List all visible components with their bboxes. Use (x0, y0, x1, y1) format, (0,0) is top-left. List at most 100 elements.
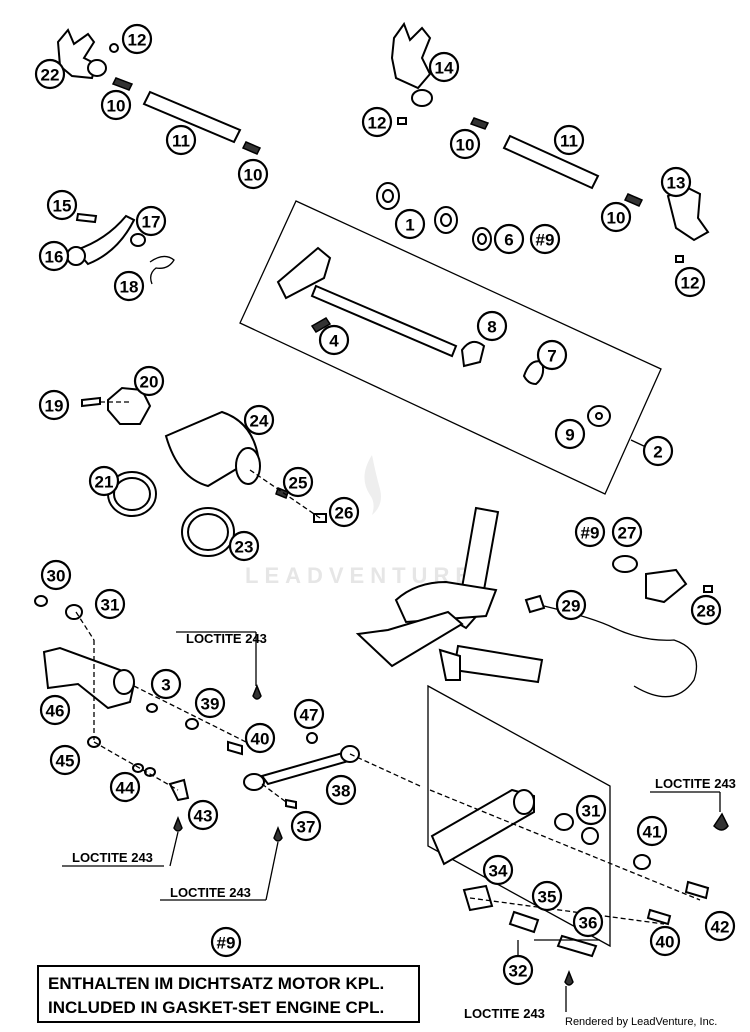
callout-label: 36 (579, 914, 598, 933)
loctite-label: LOCTITE 243 (464, 1006, 545, 1021)
callout-hash-9: #9 (529, 223, 561, 255)
callout-32: 32 (502, 954, 534, 986)
callout-12: 12 (674, 266, 706, 298)
callout-10: 10 (600, 201, 632, 233)
callout-label: 4 (329, 332, 339, 351)
callout-35: 35 (531, 880, 563, 912)
callout-label: 27 (618, 524, 637, 543)
shift-shaft-box (239, 200, 662, 495)
callout-circle (38, 240, 70, 272)
callout-circle (553, 124, 585, 156)
callout-hash-9: #9 (210, 926, 242, 958)
callout-22: 22 (34, 58, 66, 90)
callout-46: 46 (39, 694, 71, 726)
callout-10: 10 (237, 158, 269, 190)
callout-label: 34 (489, 862, 508, 881)
callout-2: 2 (642, 435, 674, 467)
callout-41: 41 (636, 815, 668, 847)
callout-label: 12 (681, 274, 700, 293)
callout-13: 13 (660, 166, 692, 198)
callout-circle (133, 365, 165, 397)
callout-circle (531, 880, 563, 912)
callout-circle (88, 465, 120, 497)
callout-circle (109, 771, 141, 803)
callout-circle (529, 223, 561, 255)
callout-label: 11 (560, 132, 578, 151)
callout-3: 3 (150, 668, 182, 700)
callout-label: 10 (244, 166, 263, 185)
callout-circle (328, 496, 360, 528)
callout-17: 17 (135, 205, 167, 237)
callout-29: 29 (555, 589, 587, 621)
callout-circle (493, 223, 525, 255)
callout-label: 14 (435, 59, 454, 78)
callout-circle (674, 266, 706, 298)
callout-circle (94, 588, 126, 620)
callout-25: 25 (282, 466, 314, 498)
callout-circle (38, 389, 70, 421)
callout-39: 39 (194, 687, 226, 719)
gear-sensor (524, 555, 713, 698)
callout-18: 18 (113, 270, 145, 302)
callout-label: 2 (653, 443, 662, 462)
brake-lever-group (427, 684, 729, 958)
callout-label: 43 (194, 807, 213, 826)
loctite-label: LOCTITE 243 (655, 776, 736, 791)
callout-label: 38 (332, 782, 351, 801)
callout-circle (649, 925, 681, 957)
callout-31: 31 (575, 794, 607, 826)
callout-circle (243, 404, 275, 436)
callout-circle (554, 418, 586, 450)
callout-26: 26 (328, 496, 360, 528)
callout-40: 40 (244, 722, 276, 754)
callout-9: 9 (554, 418, 586, 450)
callout-label: 30 (47, 567, 66, 586)
callout-circle (194, 687, 226, 719)
callout-circle (449, 128, 481, 160)
callout-circle (40, 559, 72, 591)
callout-10: 10 (449, 128, 481, 160)
callout-circle (187, 799, 219, 831)
callout-circle (100, 89, 132, 121)
callout-label: 3 (161, 676, 170, 695)
callout-19: 19 (38, 389, 70, 421)
callout-11: 11 (165, 124, 197, 156)
callout-label: 12 (368, 114, 387, 133)
callout-label: 21 (95, 473, 114, 492)
callout-38: 38 (325, 774, 357, 806)
leader-lines (62, 401, 721, 1012)
callout-40: 40 (649, 925, 681, 957)
watermark: LEADVENTURE (245, 455, 470, 588)
callout-circle (325, 774, 357, 806)
callout-45: 45 (49, 744, 81, 776)
callout-circle (46, 189, 78, 221)
callout-label: 17 (142, 213, 161, 232)
callout-label: #9 (217, 934, 236, 953)
callout-label: 13 (667, 174, 686, 193)
note-box: ENTHALTEN IM DICHTSATZ MOTOR KPL. INCLUD… (37, 965, 420, 1023)
callout-circle (394, 208, 426, 240)
loctite-drops (173, 683, 574, 986)
callout-27: 27 (611, 516, 643, 548)
callout-circle (642, 435, 674, 467)
callout-label: 10 (107, 97, 126, 116)
callout-label: 18 (120, 278, 139, 297)
callout-label: 28 (697, 602, 716, 621)
callout-label: 45 (56, 752, 75, 771)
callout-hash-9: #9 (574, 516, 606, 548)
callout-14: 14 (428, 51, 460, 83)
callout-label: 15 (53, 197, 72, 216)
callout-label: 25 (289, 474, 308, 493)
callout-12: 12 (361, 106, 393, 138)
callout-28: 28 (690, 594, 722, 626)
callout-label: 37 (297, 818, 316, 837)
callout-circle (282, 466, 314, 498)
callout-circle (293, 698, 325, 730)
callout-4: 4 (318, 324, 350, 356)
shift-lever-left (34, 595, 190, 802)
loctite-label: LOCTITE 243 (186, 631, 267, 646)
callout-label: 31 (101, 596, 120, 615)
callout-circle (482, 854, 514, 886)
